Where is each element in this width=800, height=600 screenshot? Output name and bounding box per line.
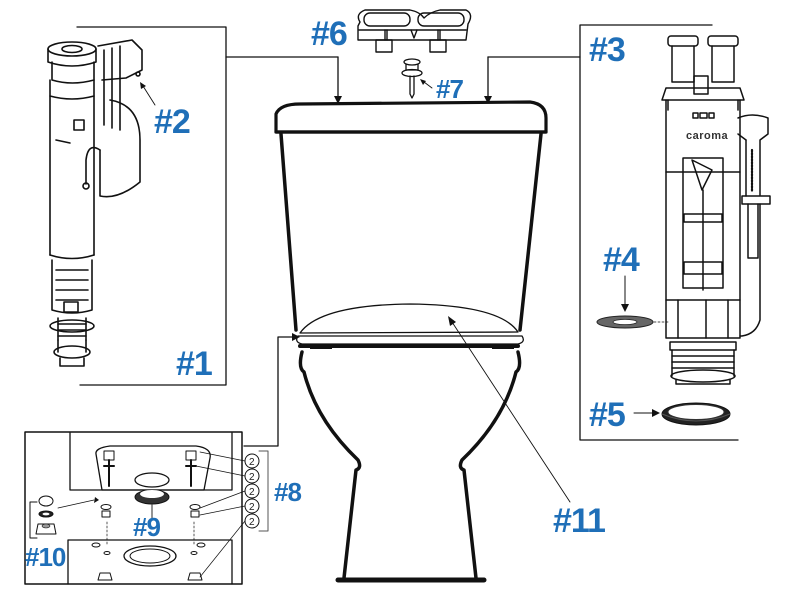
label-part-11: #11	[553, 502, 606, 540]
label-part-7: #7	[436, 74, 464, 104]
fixing-kit-inset	[24, 431, 246, 585]
qty-5: 2	[249, 517, 255, 528]
push-button-icon	[357, 9, 472, 53]
label-part-5: #5	[589, 396, 626, 434]
quantity-callouts	[244, 450, 269, 532]
inset-connector	[243, 333, 300, 447]
flush-valve-icon	[661, 35, 771, 385]
screw-icon	[401, 58, 423, 99]
label-part-3: #3	[589, 31, 626, 69]
seat-lid-icon	[296, 303, 524, 345]
qty-2: 2	[249, 472, 255, 483]
qty-4: 2	[249, 502, 255, 513]
pan-icon	[298, 344, 522, 583]
inlet-valve-box	[76, 26, 342, 386]
gasket-icon	[596, 275, 669, 329]
qty-3: 2	[249, 487, 255, 498]
label-part-6: #6	[311, 15, 348, 53]
seal-ring-icon	[633, 402, 731, 426]
brand-text: caroma	[686, 130, 729, 142]
flush-valve-box	[484, 24, 739, 441]
label-part-4: #4	[603, 241, 640, 279]
label-part-2: #2	[154, 103, 191, 141]
qty-1: 2	[249, 457, 255, 468]
label-part-8: #8	[274, 477, 302, 507]
cistern-icon	[274, 100, 548, 332]
label-part-9: #9	[133, 512, 161, 542]
label-part-10: #10	[25, 542, 66, 572]
label-part-1: #1	[176, 345, 213, 383]
inlet-valve-icon	[47, 39, 143, 367]
